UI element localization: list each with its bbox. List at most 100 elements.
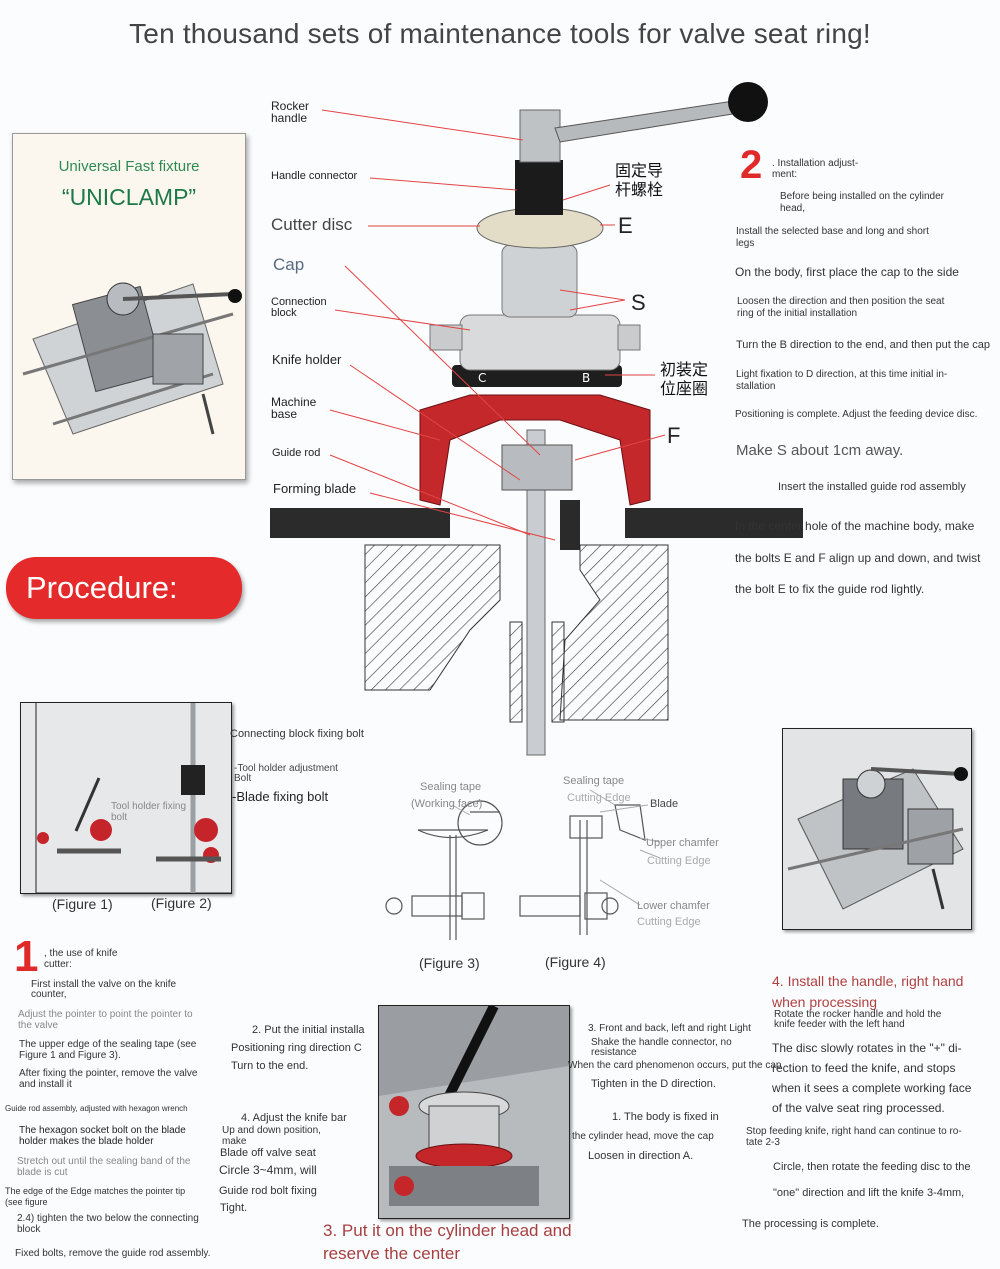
step2-line-8: Make S about 1cm away. bbox=[736, 442, 904, 459]
step2-line-3: On the body, first place the cap to the … bbox=[735, 265, 959, 279]
step3-sub3: 3. Front and back, left and right Light bbox=[588, 1023, 751, 1034]
step4-line-6: Stop feeding knife, right hand can conti… bbox=[746, 1126, 962, 1148]
caption-figure-1: (Figure 1) bbox=[52, 896, 113, 912]
step3-sub1-line1: the cylinder head, move the cap bbox=[572, 1131, 714, 1142]
step3-sub3-line2: When the card phenomenon occurs, put the… bbox=[568, 1060, 782, 1071]
label-upper-chamfer: Upper chamfer bbox=[646, 837, 719, 849]
label-s: S bbox=[631, 290, 646, 315]
label-working-face: (Working face) bbox=[411, 798, 483, 810]
procedure-banner: Procedure: bbox=[6, 557, 242, 619]
step1-line-7: Stretch out until the sealing band of th… bbox=[17, 1156, 191, 1178]
step3-sub4-line4: Guide rod bolt fixing bbox=[219, 1185, 317, 1197]
label-machine-base: Machine base bbox=[271, 395, 317, 421]
step2-line-9: Insert the installed guide rod assembly bbox=[778, 481, 966, 493]
step4-line-4: when it sees a complete working face bbox=[772, 1081, 972, 1095]
step2-line-10: In the center hole of the machine body, … bbox=[735, 519, 975, 533]
procedure-label: Procedure: bbox=[26, 570, 178, 605]
step4-line-9: The processing is complete. bbox=[742, 1218, 879, 1230]
label-cutting-edge: Cutting Edge bbox=[567, 792, 631, 804]
label-forming-blade: Forming blade bbox=[273, 481, 357, 496]
step2-number: 2 bbox=[740, 143, 763, 187]
label-tool-holder-fixing-bolt: Tool holder fixing bolt bbox=[111, 801, 187, 823]
label-f: F bbox=[667, 423, 681, 448]
label-cn-guide-bolt: 固定导 杆螺栓 bbox=[615, 163, 664, 199]
step1-line-9: 2.4) tighten the two below the connectin… bbox=[17, 1213, 199, 1235]
step1-line-3: The upper edge of the sealing tape (see … bbox=[19, 1039, 197, 1061]
label-sealing-tape-4: Sealing tape bbox=[563, 775, 625, 787]
step2-heading: . Installation adjust- ment: bbox=[772, 158, 859, 180]
step3-sub4-line1: Up and down position, make bbox=[222, 1125, 321, 1147]
figure-1-2-photo bbox=[20, 702, 232, 894]
label-guide-rod: Guide rod bbox=[272, 447, 321, 459]
step1-line-5: Guide rod assembly, adjusted with hexago… bbox=[5, 1104, 188, 1113]
step2-line-4: Loosen the direction and then position t… bbox=[737, 296, 945, 319]
uniclamp-photo bbox=[22, 254, 242, 464]
step3-sub2-line2: Turn to the end. bbox=[231, 1060, 309, 1072]
uniclamp-subtitle: Universal Fast fixture bbox=[58, 158, 200, 175]
step2-line-5: Turn the B direction to the end, and the… bbox=[736, 339, 990, 351]
figure-1-2-drawing bbox=[21, 703, 231, 893]
label-cn-ring: 初装定 位座圈 bbox=[660, 362, 709, 398]
step4-line-1: Rotate the rocker handle and hold the kn… bbox=[774, 1009, 942, 1030]
step1-line-10: Fixed bolts, remove the guide rod assemb… bbox=[15, 1248, 211, 1259]
step1-heading: , the use of knife cutter: bbox=[44, 948, 118, 970]
step4-line-7: Circle, then rotate the feeding disc to … bbox=[773, 1161, 971, 1173]
label-lower-chamfer: Lower chamfer bbox=[637, 900, 710, 912]
step3-heading: 3. Put it on the cylinder head and reser… bbox=[323, 1221, 572, 1263]
step4-line-5: of the valve seat ring processed. bbox=[772, 1101, 945, 1115]
step2-line-6: Light fixation to D direction, at this t… bbox=[736, 369, 948, 392]
dial-c: C bbox=[478, 371, 486, 385]
label-sealing-tape-3: Sealing tape bbox=[420, 781, 482, 793]
step3-photo bbox=[378, 1005, 570, 1219]
step3-sub3-line1: Shake the handle connector, no resistanc… bbox=[591, 1037, 732, 1058]
step3-sub4: 4. Adjust the knife bar bbox=[241, 1112, 347, 1124]
dial-b: B bbox=[582, 371, 590, 385]
caption-figure-4: (Figure 4) bbox=[545, 954, 606, 970]
step1-line-6: The hexagon socket bolt on the blade hol… bbox=[19, 1125, 186, 1147]
step4-heading: 4. Install the handle, right hand when p… bbox=[772, 973, 964, 1010]
step3-sub3-line3: Tighten in the D direction. bbox=[591, 1078, 716, 1090]
machine-drawing-right bbox=[783, 729, 971, 929]
step3-drawing bbox=[379, 1006, 569, 1218]
label-connection-block: Connection block bbox=[271, 296, 327, 319]
step4-line-3: rection to feed the knife, and stops bbox=[772, 1061, 956, 1075]
caption-figure-3: (Figure 3) bbox=[419, 955, 480, 971]
label-blade-fixing-bolt: -Blade fixing bolt bbox=[232, 789, 329, 804]
step1-line-4: After fixing the pointer, remove the val… bbox=[19, 1068, 198, 1090]
label-cutter-disc: Cutter disc bbox=[271, 215, 353, 234]
step2-line-1: Before being installed on the cylinder h… bbox=[780, 191, 944, 214]
step3-sub1-line2: Loosen in direction A. bbox=[588, 1150, 694, 1162]
label-knife-holder: Knife holder bbox=[272, 352, 342, 367]
step3-sub1: 1. The body is fixed in bbox=[612, 1111, 719, 1123]
step1-number: 1 bbox=[14, 932, 39, 981]
label-cap: Cap bbox=[273, 255, 305, 274]
step2-line-12: the bolt E to fix the guide rod lightly. bbox=[735, 582, 925, 596]
step2-line-2: Install the selected base and long and s… bbox=[736, 226, 929, 249]
step1-line-2: Adjust the pointer to point the pointer … bbox=[18, 1009, 193, 1031]
step2-line-7: Positioning is complete. Adjust the feed… bbox=[735, 409, 978, 420]
step3-sub4-line3: Circle 3~4mm, will bbox=[219, 1163, 317, 1177]
label-connecting-block-bolt: Connecting block fixing bolt bbox=[230, 728, 364, 740]
label-tool-holder-adjust-bolt: -Tool holder adjustment Bolt bbox=[234, 763, 338, 784]
step3-sub2: 2. Put the initial installa bbox=[252, 1024, 365, 1036]
label-e: E bbox=[618, 213, 633, 238]
page-title: Ten thousand sets of maintenance tools f… bbox=[129, 18, 871, 49]
label-lower-cutting-edge: Cutting Edge bbox=[637, 916, 701, 928]
machine-photo-right bbox=[782, 728, 972, 930]
uniclamp-panel: Universal Fast fixture “UNICLAMP” bbox=[12, 133, 246, 480]
step1-line-8: The edge of the Edge matches the pointer… bbox=[5, 1186, 186, 1207]
label-blade: Blade bbox=[650, 798, 679, 810]
step3-sub2-line1: Positioning ring direction C bbox=[231, 1042, 362, 1054]
step3-sub4-line5: Tight. bbox=[220, 1202, 248, 1214]
step1-line-1: First install the valve on the knife cou… bbox=[31, 979, 177, 1000]
step4-line-8: "one" direction and lift the knife 3-4mm… bbox=[773, 1187, 965, 1199]
label-handle-connector: Handle connector bbox=[271, 170, 358, 182]
step4-line-2: The disc slowly rotates in the "+" di- bbox=[772, 1041, 962, 1055]
label-upper-cutting-edge: Cutting Edge bbox=[647, 855, 711, 867]
uniclamp-title: “UNICLAMP” bbox=[61, 184, 197, 210]
step3-sub4-line2: Blade off valve seat bbox=[220, 1147, 316, 1159]
label-rocker-handle: Rocker handle bbox=[271, 99, 310, 125]
caption-figure-2: (Figure 2) bbox=[151, 895, 212, 911]
step2-line-11: the bolts E and F align up and down, and… bbox=[735, 551, 981, 565]
